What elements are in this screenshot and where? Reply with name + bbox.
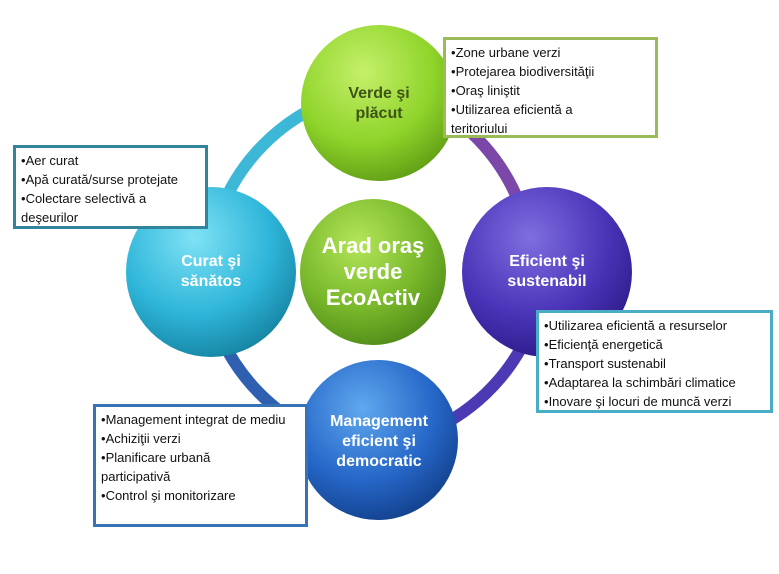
list-item: Inovare şi locuri de muncă verzi <box>544 392 765 411</box>
list-item: Utilizarea eficientă a resurselor <box>544 316 765 335</box>
center-circle <box>300 199 446 345</box>
node-left-circle <box>126 187 296 357</box>
list-item: Zone urbane verzi <box>451 43 650 62</box>
list-item: Transport sustenabil <box>544 354 765 373</box>
node-bottom-circle <box>298 360 458 520</box>
callout-right: Utilizarea eficientă a resurselor Eficie… <box>536 310 773 413</box>
list-item: Adaptarea la schimbări climatice <box>544 373 765 392</box>
list-item: Control şi monitorizare <box>101 486 300 505</box>
list-item: Colectare selectivă a deşeurilor <box>21 189 171 227</box>
list-item: Management integrat de mediu <box>101 410 300 429</box>
callout-top: Zone urbane verzi Protejarea biodiversit… <box>443 37 658 138</box>
center-label: Arad oraş verde EcoActiv <box>321 233 425 310</box>
callout-top-list: Zone urbane verzi Protejarea biodiversit… <box>451 43 650 138</box>
node-top-label: Verde şi plăcut <box>348 85 410 122</box>
callout-right-list: Utilizarea eficientă a resurselor Eficie… <box>544 316 765 411</box>
list-item: Protejarea biodiversităţii <box>451 62 650 81</box>
list-item: Aer curat <box>21 151 200 170</box>
node-right-label: Eficient şi sustenabil <box>507 253 587 290</box>
callout-left: Aer curat Apă curată/surse protejate Col… <box>13 145 208 229</box>
node-top-circle <box>301 25 457 181</box>
node-bottom-label: Management eficient şi democratic <box>330 413 428 470</box>
list-item: Eficienţă energetică <box>544 335 765 354</box>
callout-left-list: Aer curat Apă curată/surse protejate Col… <box>21 151 200 227</box>
node-left-label: Curat şi sănătos <box>180 253 242 290</box>
list-item: Utilizarea eficientă a teritoriului <box>451 100 601 138</box>
list-item: Apă curată/surse protejate <box>21 170 200 189</box>
list-item: Oraş liniştit <box>451 81 650 100</box>
list-item: Achiziţii verzi <box>101 429 300 448</box>
list-item: Planificare urbană participativă <box>101 448 241 486</box>
callout-bottom-list: Management integrat de mediu Achiziţii v… <box>101 410 300 505</box>
callout-bottom: Management integrat de mediu Achiziţii v… <box>93 404 308 527</box>
